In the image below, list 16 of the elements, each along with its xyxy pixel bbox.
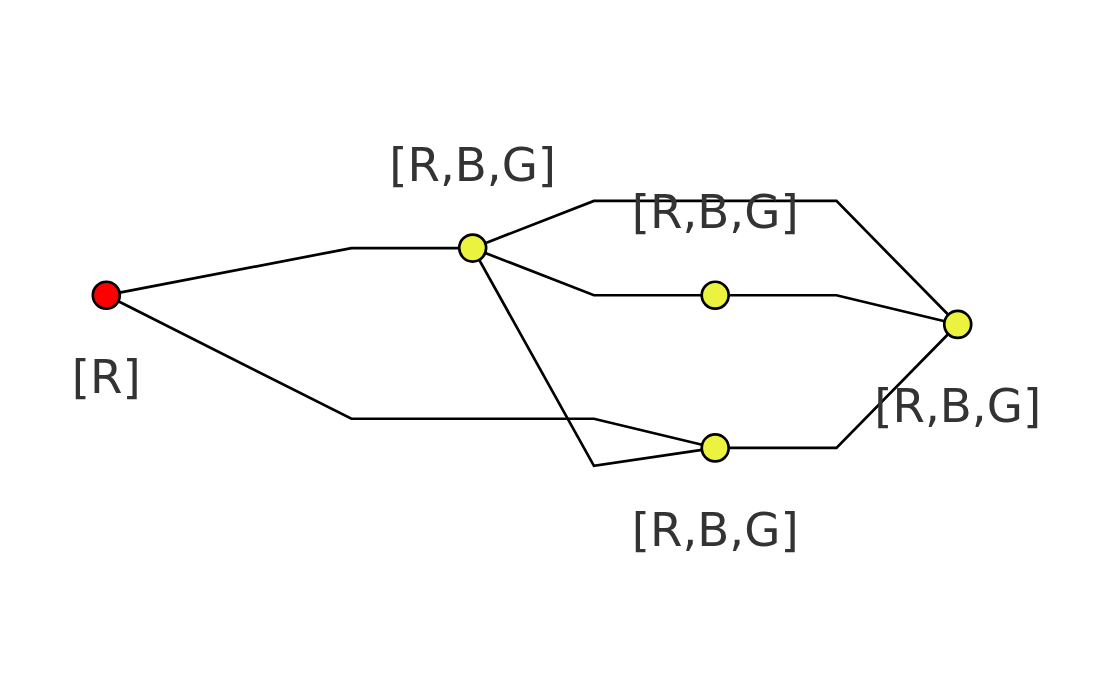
connector xyxy=(119,246,460,294)
node-circle xyxy=(457,233,488,263)
node-circle xyxy=(700,433,730,463)
node-circle xyxy=(91,280,122,311)
node-label: [R,B,G] xyxy=(389,137,557,192)
connector xyxy=(728,333,950,450)
node-label: [R,B,G] xyxy=(631,184,799,239)
node-circle xyxy=(942,309,973,340)
connector xyxy=(484,251,702,297)
node-circle xyxy=(700,280,730,311)
node-label: [R,B,G] xyxy=(874,379,1042,434)
connector xyxy=(484,199,950,316)
node-label: [R,B,G] xyxy=(631,502,799,557)
connector xyxy=(728,293,945,323)
node-label: [R] xyxy=(71,350,141,404)
connector xyxy=(117,300,703,447)
